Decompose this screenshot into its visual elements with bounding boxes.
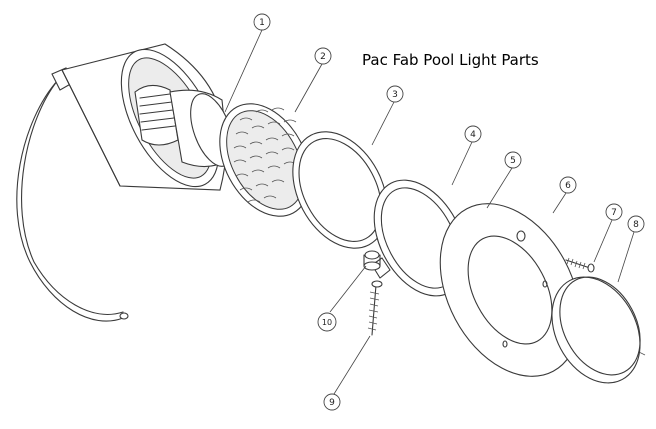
leader-2 [294, 63, 323, 113]
part-2-lens [219, 103, 311, 217]
svg-text:8: 8 [633, 220, 639, 230]
callout-7: 7 [605, 203, 623, 221]
diagram-title: Pac Fab Pool Light Parts [362, 51, 539, 69]
cord-end [119, 312, 129, 320]
callout-2: 2 [314, 47, 332, 65]
power-cord [16, 79, 124, 322]
svg-text:2: 2 [320, 52, 326, 62]
callout-4: 4 [464, 125, 482, 143]
svg-text:4: 4 [470, 130, 476, 140]
svg-text:7: 7 [611, 208, 617, 218]
leader-6 [552, 192, 567, 214]
part-8-cover [551, 276, 641, 384]
callout-5: 5 [504, 151, 522, 169]
svg-text:5: 5 [510, 156, 516, 166]
part-1-light-housing [61, 43, 234, 191]
callout-8: 8 [627, 215, 645, 233]
callout-3: 3 [386, 85, 404, 103]
part-3-gasket [292, 131, 388, 249]
leader-10 [329, 265, 367, 313]
leader-5 [486, 167, 513, 209]
leader-7 [593, 219, 613, 263]
svg-text:6: 6 [565, 181, 571, 191]
leader-1 [224, 29, 263, 113]
leader-9 [333, 335, 371, 395]
leader-3 [371, 101, 395, 146]
part-6-face-ring [439, 203, 581, 377]
callout-9: 9 [323, 393, 341, 411]
callout-1: 1 [253, 13, 271, 31]
part-10-clamp-nut [363, 250, 381, 271]
leader-4 [451, 141, 473, 186]
part-7-screw [565, 257, 595, 273]
svg-text:3: 3 [392, 90, 398, 100]
svg-text:1: 1 [259, 18, 265, 28]
svg-text:9: 9 [329, 398, 335, 408]
leader-8 [617, 231, 635, 283]
svg-text:10: 10 [322, 318, 332, 327]
callout-10: 10 [317, 312, 337, 332]
callout-6: 6 [559, 176, 577, 194]
part-9-screw [367, 280, 383, 336]
